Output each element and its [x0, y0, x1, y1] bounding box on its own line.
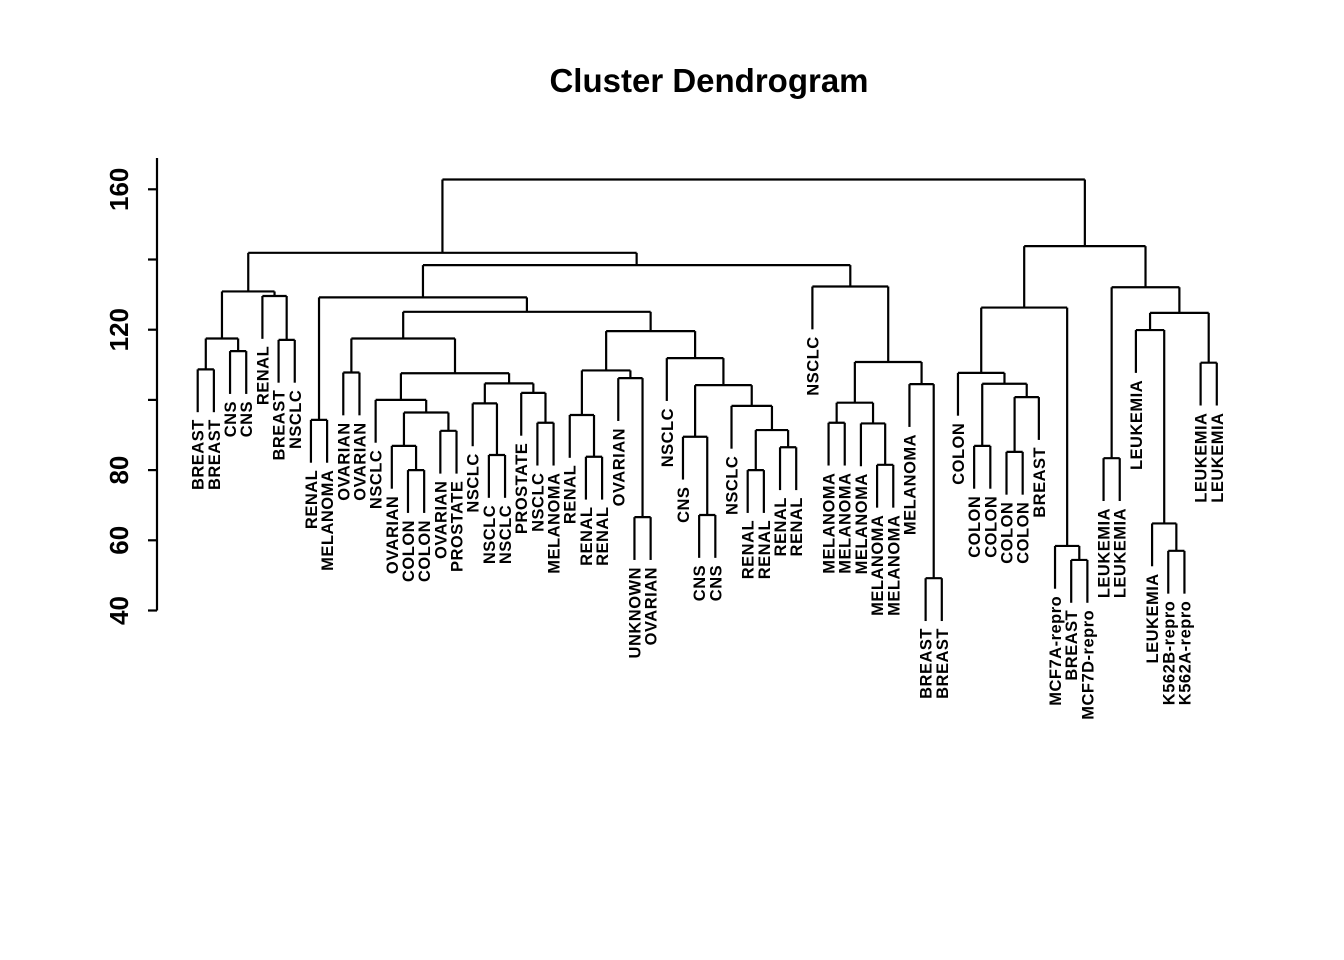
leaf-label: COLON — [982, 496, 1000, 558]
leaf-label: NSCLC — [724, 456, 742, 515]
leaf-label: OVARIAN — [610, 428, 628, 506]
leaf-label: LEUKEMIA — [1096, 508, 1114, 598]
leaf-label: PROSTATE — [449, 481, 467, 572]
leaf-label: MELANOMA — [869, 515, 887, 616]
leaf-label: LEUKEMIA — [1193, 413, 1211, 503]
leaf-label: MELANOMA — [546, 473, 564, 574]
leaf-label: LEUKEMIA — [1128, 380, 1146, 470]
leaf-label: RENAL — [578, 507, 596, 566]
leaf-label: NSCLC — [481, 505, 499, 564]
leaf-label: COLON — [1015, 502, 1033, 564]
leaf-label: BREAST — [1031, 447, 1049, 518]
leaf-label: RENAL — [788, 497, 806, 556]
leaf-label: RENAL — [594, 507, 612, 566]
leaf-label: COLON — [416, 520, 434, 582]
leaf-labels: BREASTBREASTCNSCNSRENALBREASTNSCLCRENALM… — [190, 336, 1227, 719]
leaf-label: COLON — [966, 496, 984, 558]
leaf-label: BREAST — [190, 419, 208, 490]
y-axis-tick-label: 80 — [104, 456, 134, 485]
leaf-label: COLON — [950, 423, 968, 485]
leaf-label: K562A-repro — [1176, 601, 1194, 706]
leaf-label: MELANOMA — [901, 434, 919, 535]
leaf-label: NSCLC — [287, 390, 305, 449]
leaf-label: RENAL — [772, 497, 790, 556]
leaf-label: K562B-repro — [1160, 601, 1178, 706]
leaf-label: NSCLC — [465, 453, 483, 512]
leaf-label: RENAL — [740, 520, 758, 579]
leaf-label: CNS — [707, 565, 725, 601]
leaf-label: BREAST — [1063, 610, 1081, 681]
leaf-label: MCF7A-repro — [1047, 596, 1065, 706]
leaf-label: MELANOMA — [853, 473, 871, 574]
leaf-label: OVARIAN — [643, 567, 661, 645]
y-axis-tick-label: 160 — [104, 168, 134, 211]
leaf-label: CNS — [675, 487, 693, 523]
leaf-label: MELANOMA — [885, 515, 903, 616]
leaf-label: CNS — [238, 401, 256, 437]
leaf-label: MELANOMA — [319, 470, 337, 571]
leaf-label: CNS — [222, 401, 240, 437]
y-axis-tick-label: 60 — [104, 526, 134, 555]
leaf-label: OVARIAN — [384, 496, 402, 574]
leaf-label: PROSTATE — [513, 443, 531, 534]
leaf-label: OVARIAN — [335, 422, 353, 500]
leaf-label: MCF7D-repro — [1079, 610, 1097, 720]
leaf-label: RENAL — [562, 465, 580, 524]
leaf-label: RENAL — [756, 520, 774, 579]
leaf-label: NSCLC — [659, 408, 677, 467]
leaf-label: NSCLC — [804, 336, 822, 395]
leaf-label: UNKNOWN — [626, 567, 644, 659]
leaf-label: BREAST — [918, 628, 936, 699]
leaf-label: COLON — [400, 520, 418, 582]
leaf-label: NSCLC — [368, 450, 386, 509]
leaf-label: CNS — [691, 565, 709, 601]
chart-title: Cluster Dendrogram — [549, 62, 868, 99]
y-axis: 160 120 80 60 40 — [104, 158, 159, 625]
leaf-label: LEUKEMIA — [1112, 508, 1130, 598]
y-axis-tick-label: 40 — [104, 596, 134, 625]
leaf-label: OVARIAN — [351, 422, 369, 500]
leaf-label: BREAST — [934, 628, 952, 699]
leaf-label: MELANOMA — [837, 473, 855, 574]
leaf-label: RENAL — [303, 470, 321, 529]
leaf-label: OVARIAN — [432, 481, 450, 559]
leaf-label: RENAL — [254, 346, 272, 405]
leaf-label: BREAST — [206, 419, 224, 490]
leaf-label: NSCLC — [529, 473, 547, 532]
leaf-label: COLON — [999, 502, 1017, 564]
leaf-label: NSCLC — [497, 505, 515, 564]
leaf-label: MELANOMA — [821, 473, 839, 574]
leaf-label: LEUKEMIA — [1144, 573, 1162, 663]
y-axis-tick-label: 120 — [104, 308, 134, 351]
dendrogram-links — [196, 178, 1218, 622]
leaf-label: LEUKEMIA — [1209, 413, 1227, 503]
leaf-label: BREAST — [271, 390, 289, 461]
